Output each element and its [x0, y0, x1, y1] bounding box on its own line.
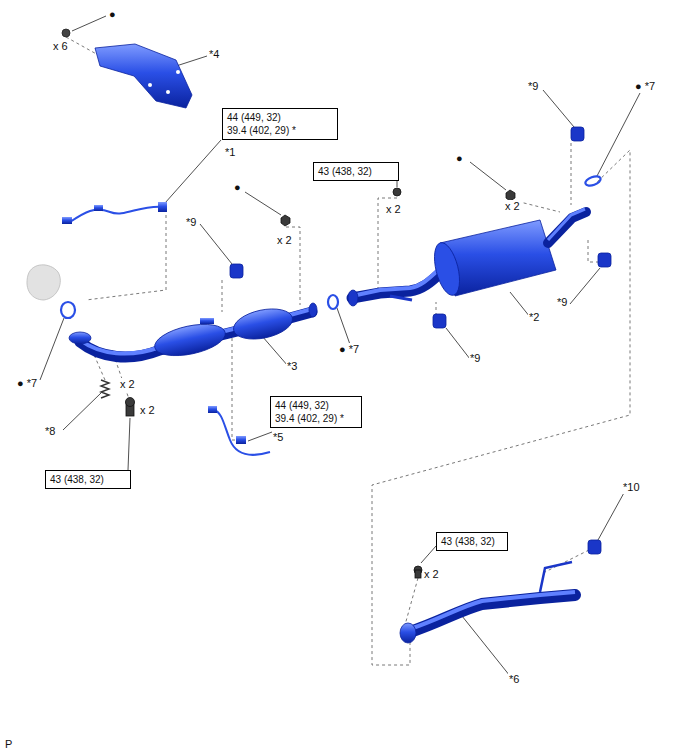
callout-label: x 2	[385, 203, 402, 216]
callout-label: *10	[622, 481, 641, 494]
callout-label: *8	[44, 425, 56, 438]
torque-value: 39.4 (402, 29) *	[227, 124, 333, 137]
callout-label: ●	[233, 181, 242, 194]
torque-value: 44 (449, 32)	[227, 111, 333, 124]
callout-label: x 2	[139, 404, 156, 417]
callout-label: x 2	[504, 200, 521, 213]
callout-label: x 2	[423, 568, 440, 581]
callout-label: x 2	[119, 378, 136, 391]
callout-label: *4	[208, 48, 220, 61]
callout-label: ●	[108, 8, 117, 21]
torque-spec-box: 43 (438, 32)	[436, 532, 508, 551]
callout-label: ● *7	[16, 377, 38, 390]
callout-label: *6	[508, 673, 520, 686]
callout-label: *9	[527, 80, 539, 93]
torque-spec-box: 44 (449, 32)39.4 (402, 29) *	[270, 396, 362, 428]
callout-label: *1	[224, 146, 236, 159]
callout-label: *9	[469, 352, 481, 365]
callout-label: ●	[455, 152, 464, 165]
torque-value: 44 (449, 32)	[275, 399, 357, 412]
callout-label: *9	[185, 216, 197, 229]
callout-label: ● *7	[338, 343, 360, 356]
torque-value: 43 (438, 32)	[441, 535, 503, 548]
callout-label: ● *7	[634, 80, 656, 93]
torque-spec-box: 43 (438, 32)	[45, 470, 131, 489]
callout-label: P	[4, 738, 13, 751]
torque-value: 43 (438, 32)	[318, 165, 394, 178]
callout-label: x 6	[52, 40, 69, 53]
torque-spec-box: 43 (438, 32)	[313, 162, 399, 181]
torque-value: 43 (438, 32)	[50, 473, 126, 486]
torque-spec-box: 44 (449, 32)39.4 (402, 29) *	[222, 108, 338, 140]
callout-label: *5	[272, 431, 284, 444]
callout-label: x 2	[276, 234, 293, 247]
callout-label: *3	[286, 360, 298, 373]
callout-label: *2	[528, 311, 540, 324]
torque-value: 39.4 (402, 29) *	[275, 412, 357, 425]
callout-label: *9	[556, 296, 568, 309]
